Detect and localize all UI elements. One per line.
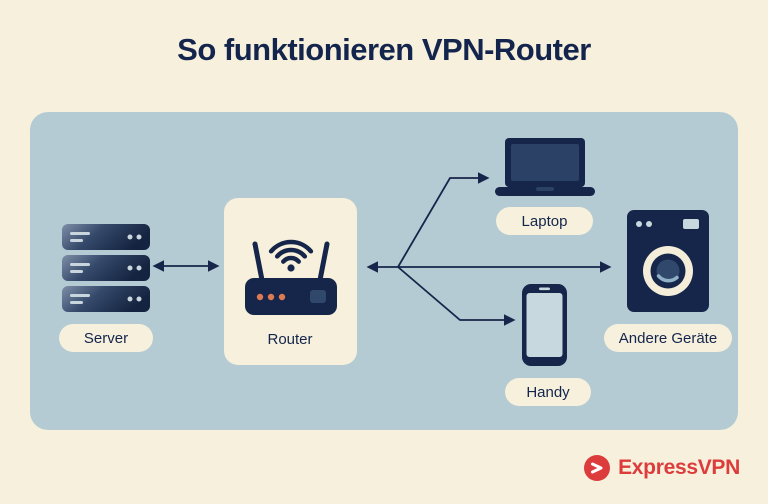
other-devices-label-text: Andere Geräte	[618, 329, 718, 347]
server-label: Server	[59, 324, 153, 352]
laptop-icon	[495, 138, 595, 198]
expressvpn-logo-text: ExpressVPN	[618, 456, 740, 479]
washing-machine-icon	[627, 210, 709, 312]
laptop-label: Laptop	[496, 207, 593, 235]
router-label-text: Router	[267, 330, 313, 348]
router-label: Router	[240, 325, 340, 353]
other-devices-label: Andere Geräte	[604, 324, 732, 352]
phone-label-text: Handy	[526, 383, 570, 401]
laptop-label-text: Laptop	[521, 212, 568, 230]
page-title: So funktionieren VPN-Router	[177, 32, 591, 67]
server-icon	[60, 224, 152, 316]
expressvpn-logo: ExpressVPN	[584, 452, 740, 484]
phone-label: Handy	[505, 378, 591, 406]
router-icon	[245, 239, 337, 315]
expressvpn-logo-icon	[584, 455, 611, 481]
phone-icon	[522, 284, 567, 366]
server-label-text: Server	[83, 329, 129, 347]
wifi-icon	[268, 239, 314, 272]
